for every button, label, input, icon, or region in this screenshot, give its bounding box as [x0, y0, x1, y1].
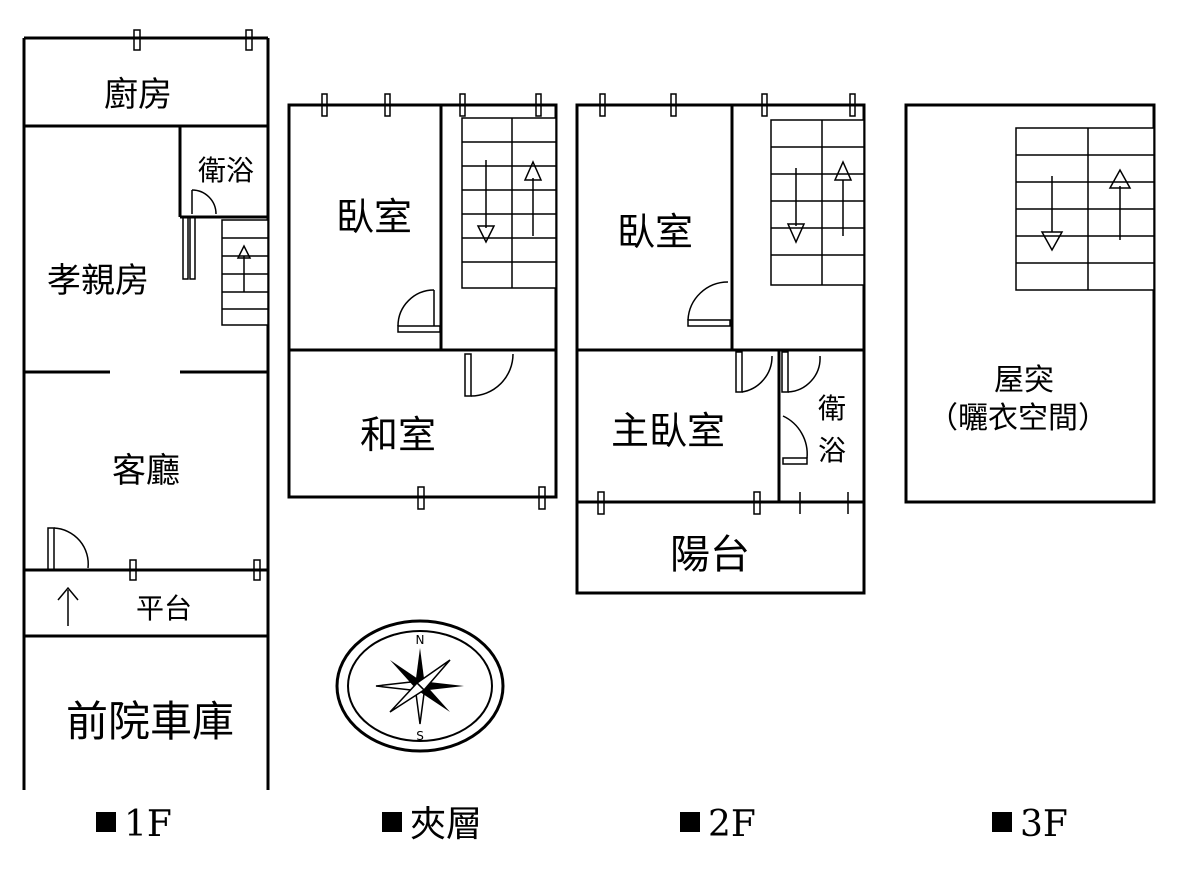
- f2-bathroom-label-2: 浴: [818, 434, 846, 467]
- f1-marker-icon: [96, 812, 116, 832]
- floor-1-plan: [22, 29, 270, 790]
- floor-3-plan: [904, 103, 1156, 504]
- f3-floor-label: 3F: [1020, 804, 1068, 845]
- mezzanine-marker-icon: [382, 812, 402, 832]
- floor-2-plan: [575, 93, 866, 595]
- f3-marker-icon: [992, 812, 1012, 832]
- compass-south-label: S: [416, 729, 424, 743]
- f2-bathroom-label-1: 衛: [818, 392, 846, 425]
- parents-room-label: 孝親房: [47, 261, 149, 301]
- compass-north-label: N: [416, 633, 425, 647]
- front-yard-garage-label: 前院車庫: [66, 697, 234, 746]
- japanese-room-label: 和室: [360, 413, 436, 457]
- living-room-label: 客廳: [112, 451, 180, 491]
- f2-bedroom-label: 臥室: [617, 210, 693, 254]
- f2-marker-icon: [680, 812, 700, 832]
- f1-floor-label: 1F: [124, 804, 172, 845]
- master-bedroom-label: 主臥室: [611, 409, 725, 453]
- rooftop-label-1: 屋突: [994, 363, 1054, 398]
- rooftop-label-2: （曬衣空間）: [928, 401, 1108, 436]
- balcony-label: 陽台: [670, 532, 750, 578]
- compass-icon: [335, 619, 505, 753]
- kitchen-label: 廚房: [104, 75, 172, 115]
- mezzanine-plan: [287, 93, 558, 510]
- mezzanine-floor-label: 夾層: [410, 804, 482, 845]
- f1-bathroom-label: 衛浴: [198, 154, 254, 187]
- platform-label: 平台: [136, 592, 192, 625]
- f2-floor-label: 2F: [708, 804, 756, 845]
- mezzanine-bedroom-label: 臥室: [336, 195, 412, 239]
